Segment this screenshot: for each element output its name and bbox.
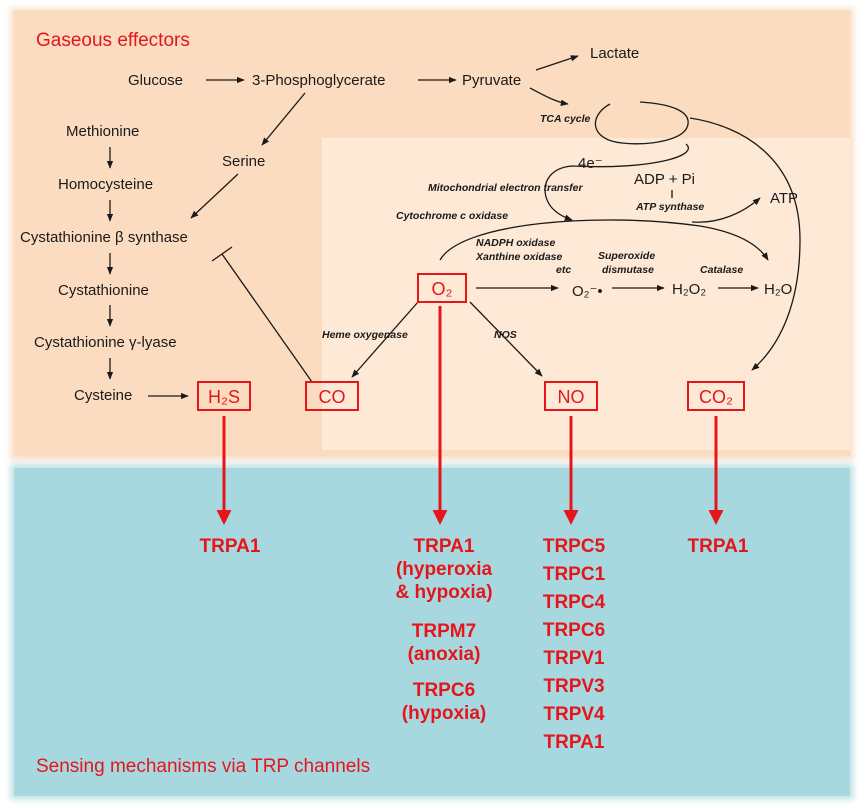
superoxide-label: O₂⁻•	[572, 283, 603, 300]
cystathionine-label: Cystathionine	[58, 282, 149, 299]
no-channel-trpa1: TRPA1	[544, 732, 605, 753]
nos-label: NOS	[494, 329, 517, 341]
o2-box	[417, 273, 467, 303]
no-box	[544, 381, 598, 411]
h2s-label: H₂S	[208, 387, 240, 407]
o2-channel-hyperoxia: (hyperoxia	[396, 559, 493, 580]
nadph-label: NADPH oxidase	[476, 237, 556, 249]
tca-label: TCA cycle	[540, 113, 591, 125]
arrow-adp-atp	[691, 197, 761, 223]
bottom-section-title: Sensing mechanisms via TRP channels	[36, 756, 370, 777]
o2-channel-trpa1: TRPA1	[414, 536, 475, 557]
xanthine-label: Xanthine oxidase	[475, 251, 563, 263]
catalase-label: Catalase	[700, 264, 743, 276]
o2-channel-hypoxia: & hypoxia)	[395, 582, 492, 603]
lactate-label: Lactate	[590, 45, 639, 62]
o2-channel-trpm7: TRPM7	[412, 621, 476, 642]
no-channel-trpv4: TRPV4	[543, 704, 605, 725]
top-section-title: Gaseous effectors	[36, 30, 190, 51]
atp-label: ATP	[770, 190, 798, 207]
sod-label-1: Superoxide	[598, 250, 655, 262]
co2-label: CO₂	[699, 387, 733, 407]
arrow-o2-no	[469, 301, 543, 377]
arrow-tca-mito	[544, 143, 689, 221]
homocysteine-label: Homocysteine	[58, 176, 153, 193]
h2s-box	[197, 381, 251, 411]
no-channel-trpc5: TRPC5	[543, 536, 606, 557]
top-inner-panel	[322, 138, 850, 450]
co2-box	[687, 381, 745, 411]
cysteine-label: Cysteine	[74, 387, 132, 404]
h2o-label: H₂O	[764, 281, 792, 298]
heme-oxygenase-label: Heme oxygenase	[322, 329, 408, 341]
o2-channel-hypoxia-2: (hypoxia)	[402, 703, 486, 724]
mito-label: Mitochondrial electron transfer	[428, 182, 584, 194]
arrow-pyruvate-lactate	[535, 55, 579, 71]
pg3-label: 3-Phosphoglycerate	[252, 72, 385, 89]
pyruvate-label: Pyruvate	[462, 72, 521, 89]
etc-label: etc	[556, 264, 571, 276]
arrow-o2-co	[351, 301, 419, 378]
adp-label: ADP + Pi	[634, 171, 695, 188]
co-inhibition-bar	[211, 246, 233, 262]
sod-label-2: dismutase	[602, 264, 654, 276]
arrow-pg3-serine	[261, 92, 306, 146]
glucose-label: Glucose	[128, 72, 183, 89]
atp-synthase-label: ATP synthase	[635, 201, 704, 213]
no-channel-trpc1: TRPC1	[543, 564, 606, 585]
cbs-label: Cystathionine β synthase	[20, 229, 188, 246]
h2s-channel-trpa1: TRPA1	[200, 536, 261, 557]
no-channel-trpc6: TRPC6	[543, 620, 605, 641]
o2-channel-trpc6: TRPC6	[413, 680, 475, 701]
co-box	[305, 381, 359, 411]
no-channel-trpc4: TRPC4	[543, 592, 606, 613]
no-channel-trpv3: TRPV3	[543, 676, 604, 697]
o2-channel-anoxia: (anoxia)	[408, 644, 481, 665]
co2-channel-trpa1: TRPA1	[688, 536, 749, 557]
cgl-label: Cystathionine γ-lyase	[34, 334, 177, 351]
electrons-label: 4e⁻	[578, 155, 603, 172]
serine-label: Serine	[222, 153, 265, 170]
co-label: CO	[319, 387, 346, 407]
no-channel-trpv1: TRPV1	[543, 648, 605, 669]
h2o2-label: H₂O₂	[672, 281, 706, 298]
no-label: NO	[558, 387, 585, 407]
tca-cycle-loop	[594, 101, 689, 145]
arrow-tca-co2	[689, 117, 801, 371]
co-inhibition-line	[221, 253, 313, 383]
methionine-label: Methionine	[66, 123, 139, 140]
arrow-serine-cbs	[190, 173, 239, 219]
arrow-pyruvate-tca	[529, 87, 569, 106]
o2-label: O₂	[432, 279, 453, 299]
arrow-o2-h2o-cox	[439, 219, 769, 261]
cox-label: Cytochrome c oxidase	[396, 210, 508, 222]
